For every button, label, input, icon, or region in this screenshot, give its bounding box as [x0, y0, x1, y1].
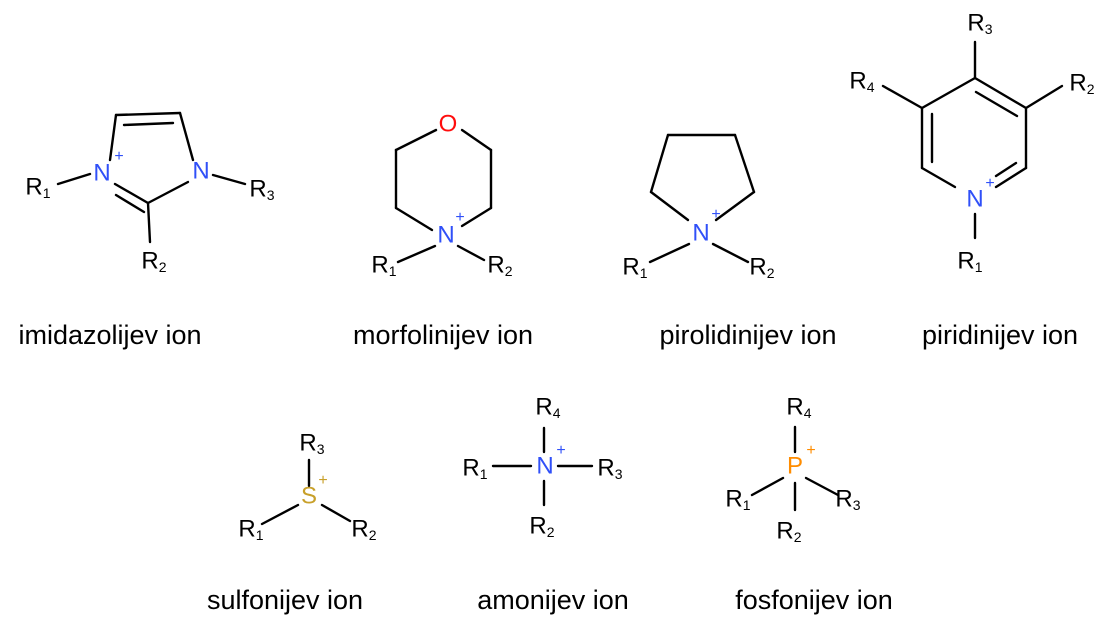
imidazolium-n3-atom: N: [192, 157, 209, 184]
phosphonium-r1-label: R1: [725, 485, 750, 512]
ammonium-r4-label: R4: [535, 393, 560, 420]
pyrrolidinium-structure: N + R1 R2 pirolidinijev ion: [622, 133, 837, 350]
phosphonium-r4-label: R4: [786, 393, 811, 420]
phosphonium-p-charge: +: [806, 442, 815, 459]
ammonium-r2-label: R2: [529, 512, 554, 539]
imidazolium-r1-label: R1: [25, 173, 50, 200]
ammonium-structure: N + R1 R2 R3 R4 amonijev ion: [462, 393, 628, 615]
morpholinium-bonds: [394, 128, 493, 264]
ammonium-r1-label: R1: [462, 454, 487, 481]
morpholinium-o-atom: O: [439, 110, 458, 137]
imidazolium-caption: imidazolijev ion: [18, 320, 201, 350]
ammonium-caption: amonijev ion: [477, 585, 629, 615]
pyrrolidinium-n-charge: +: [711, 206, 720, 223]
ammonium-n-charge: +: [556, 442, 565, 459]
pyridinium-r4-label: R4: [849, 67, 874, 94]
imidazolium-bonds: [56, 111, 247, 244]
morpholinium-caption: morfolinijev ion: [353, 320, 533, 350]
pyridinium-caption: piridinijev ion: [922, 320, 1078, 350]
pyridinium-r2-label: R2: [1069, 69, 1094, 96]
imidazolium-r2-label: R2: [141, 247, 166, 274]
pyrrolidinium-r2-label: R2: [749, 253, 774, 280]
sulfonium-bonds: [260, 458, 352, 526]
pyrrolidinium-r1-label: R1: [622, 253, 647, 280]
pyridinium-r3-label: R3: [967, 9, 992, 36]
imidazolium-n1-atom: N: [93, 159, 110, 186]
morpholinium-n-charge: +: [455, 209, 464, 226]
sulfonium-caption: sulfonijev ion: [207, 585, 363, 615]
ammonium-r3-label: R3: [597, 454, 622, 481]
pyrrolidinium-caption: pirolidinijev ion: [659, 320, 836, 350]
morpholinium-structure: O N + R1 R2 morfolinijev ion: [353, 110, 533, 350]
sulfonium-r3-label: R3: [299, 429, 324, 456]
imidazolium-n1-charge: +: [114, 148, 123, 165]
sulfonium-s-atom: S: [301, 482, 317, 509]
sulfonium-r1-label: R1: [238, 515, 263, 542]
morpholinium-n-atom: N: [437, 221, 454, 248]
phosphonium-caption: fosfonijev ion: [735, 585, 893, 615]
sulfonium-s-charge: +: [318, 472, 327, 489]
phosphonium-bonds: [750, 425, 840, 512]
phosphonium-p-atom: P: [787, 452, 803, 479]
ammonium-bonds: [491, 426, 594, 507]
pyridinium-n-charge: +: [985, 175, 994, 192]
sulfonium-r2-label: R2: [351, 515, 376, 542]
pyridinium-structure: N + R1 R2 R3 R4 piridinijev ion: [849, 9, 1094, 350]
imidazolium-r3-label: R3: [249, 175, 274, 202]
morpholinium-r1-label: R1: [371, 251, 396, 278]
phosphonium-r2-label: R2: [776, 517, 801, 544]
pyrrolidinium-n-atom: N: [692, 219, 709, 246]
sulfonium-structure: S + R1 R2 R3 sulfonijev ion: [207, 429, 377, 615]
pyridinium-bonds: [881, 40, 1064, 240]
morpholinium-r2-label: R2: [487, 251, 512, 278]
imidazolium-structure: N + N R1 R2 R3 imidazolijev ion: [18, 111, 275, 350]
pyridinium-r1-label: R1: [957, 247, 982, 274]
ammonium-n-atom: N: [536, 452, 553, 479]
pyrrolidinium-bonds: [648, 133, 756, 264]
pyridinium-n-atom: N: [966, 185, 983, 212]
phosphonium-r3-label: R3: [835, 485, 860, 512]
phosphonium-structure: P + R1 R2 R3 R4 fosfonijev ion: [725, 393, 892, 615]
